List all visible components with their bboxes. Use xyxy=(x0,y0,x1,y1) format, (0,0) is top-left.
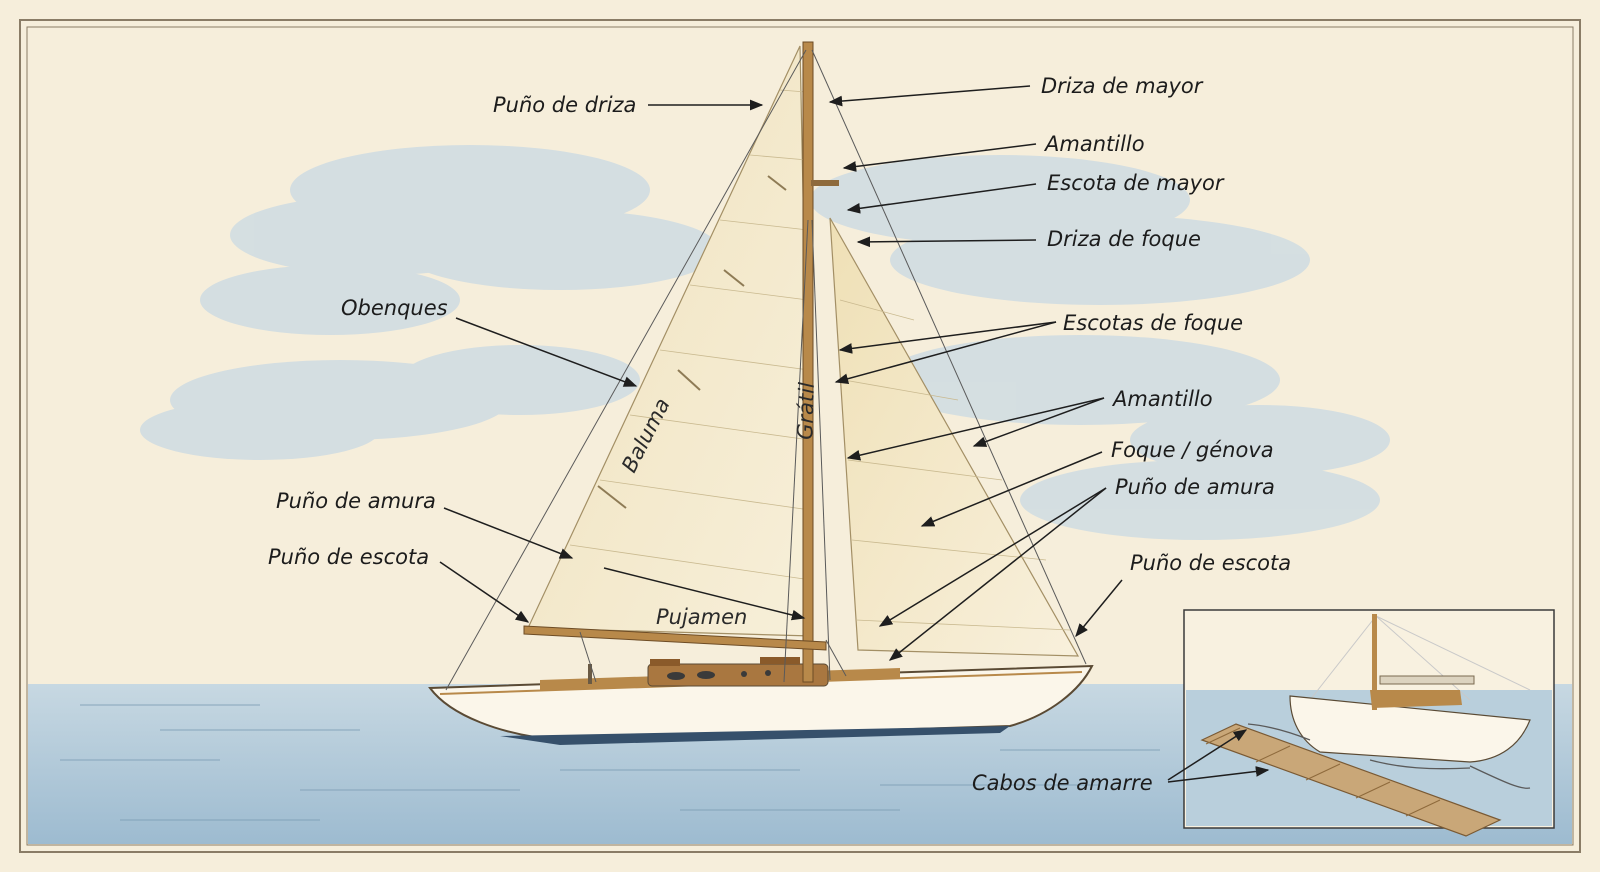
sea-waves xyxy=(60,704,1160,821)
arrow-cabos-de-amarre-2 xyxy=(1167,766,1270,783)
label-puno-de-escota-left: Puño de escota xyxy=(268,545,429,569)
jib-sail xyxy=(829,217,1080,657)
mast xyxy=(802,41,839,683)
arrow-foque-genova xyxy=(920,451,1103,527)
arrow-driza-de-foque xyxy=(856,236,1037,248)
arrow-driza-de-mayor xyxy=(828,85,1031,107)
inner-frame xyxy=(26,26,1574,846)
arrow-puno-de-amura-right-1 xyxy=(878,487,1107,627)
label-driza-de-foque: Driza de foque xyxy=(1047,227,1201,251)
sail-label-gratil: Grátil xyxy=(793,382,819,441)
clouds xyxy=(140,145,1390,540)
arrow-obenques xyxy=(455,317,638,387)
label-foque-genova: Foque / génova xyxy=(1111,438,1274,462)
label-puno-de-amura-right: Puño de amura xyxy=(1115,475,1275,499)
arrow-escotas-de-foque-1 xyxy=(838,321,1057,354)
label-escota-de-mayor: Escota de mayor xyxy=(1047,171,1225,195)
outer-frame xyxy=(19,19,1581,853)
arrow-cabos-de-amarre-1 xyxy=(1167,729,1248,781)
arrow-puno-de-escota-left xyxy=(439,561,530,623)
leader-arrows-inset xyxy=(1167,729,1270,783)
arrow-escotas-de-foque-2 xyxy=(834,321,1057,385)
arrow-escota-de-mayor xyxy=(846,183,1037,214)
arrow-amantillo-top xyxy=(842,143,1037,172)
label-puno-de-escota-right: Puño de escota xyxy=(1130,551,1291,575)
arrow-pujamen-clew xyxy=(603,567,806,621)
label-cabos-de-amarre: Cabos de amarre xyxy=(972,771,1153,795)
arrow-amantillo-mid-2 xyxy=(972,397,1105,447)
label-puno-de-driza: Puño de driza xyxy=(493,93,636,117)
label-amantillo-mid: Amantillo xyxy=(1111,387,1213,411)
label-driza-de-mayor: Driza de mayor xyxy=(1041,74,1204,98)
boom xyxy=(523,625,827,651)
leader-arrows xyxy=(439,85,1123,661)
arrow-puno-de-escota-right xyxy=(1075,579,1123,638)
rigging xyxy=(445,49,1087,691)
label-obenques: Obenques xyxy=(341,296,448,320)
inset-mooring xyxy=(1183,609,1555,837)
sail-label-pujamen: Pujamen xyxy=(656,605,747,629)
arrow-puno-de-amura-left xyxy=(443,507,574,559)
label-puno-de-amura-left: Puño de amura xyxy=(276,489,436,513)
label-amantillo-top: Amantillo xyxy=(1043,132,1145,156)
arrow-puno-de-amura-right-2 xyxy=(888,487,1107,661)
arrow-amantillo-mid-1 xyxy=(846,397,1105,461)
label-escotas-de-foque: Escotas de foque xyxy=(1063,311,1243,335)
